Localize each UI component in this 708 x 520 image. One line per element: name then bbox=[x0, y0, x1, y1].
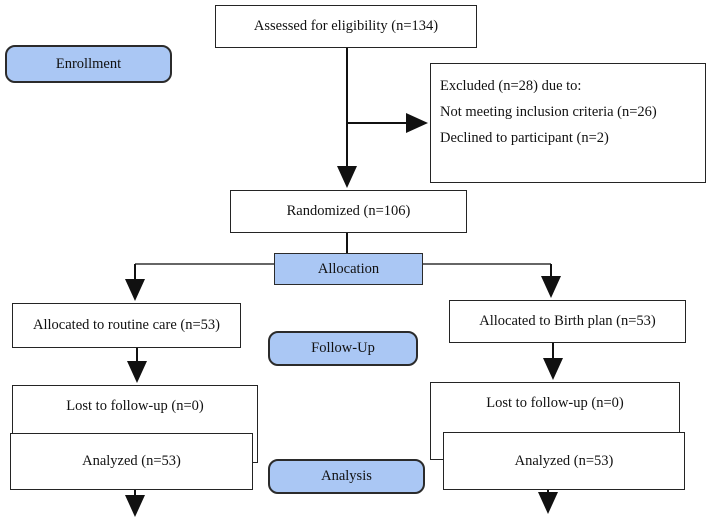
randomized-label: Randomized (n=106) bbox=[286, 203, 411, 220]
stage-allocation: Allocation bbox=[274, 253, 423, 285]
analyzed-left-box: Analyzed (n=53) bbox=[10, 433, 253, 490]
allocated-birth-plan-box: Allocated to Birth plan (n=53) bbox=[449, 300, 686, 343]
randomized-box: Randomized (n=106) bbox=[230, 190, 467, 233]
assessed-label: Assessed for eligibility (n=134) bbox=[253, 18, 439, 35]
allocated-routine-care-box: Allocated to routine care (n=53) bbox=[12, 303, 241, 348]
allocated-routine-care-label: Allocated to routine care (n=53) bbox=[33, 317, 220, 334]
excluded-line-1: Excluded (n=28) due to: bbox=[440, 78, 582, 94]
stage-follow-up-label: Follow-Up bbox=[311, 340, 375, 356]
excluded-line-3: Declined to participant (n=2) bbox=[440, 130, 609, 147]
stage-analysis-label: Analysis bbox=[321, 468, 372, 484]
stage-enrollment-label: Enrollment bbox=[55, 55, 122, 72]
excluded-line-2: Not meeting inclusion criteria (n=26) bbox=[440, 104, 657, 121]
allocated-birth-plan-label: Allocated to Birth plan (n=53) bbox=[479, 313, 656, 330]
lost-followup-left-label: Lost to follow-up (n=0) bbox=[66, 398, 204, 414]
excluded-text: Excluded (n=28) due to: Not meeting incl… bbox=[431, 64, 705, 147]
assessed-box: Assessed for eligibility (n=134) bbox=[215, 5, 477, 48]
stage-enrollment: Enrollment bbox=[5, 45, 172, 83]
analyzed-left-label: Analyzed (n=53) bbox=[82, 453, 181, 470]
stage-analysis: Analysis bbox=[268, 459, 425, 494]
analyzed-right-box: Analyzed (n=53) bbox=[443, 432, 685, 490]
lost-followup-right-label: Lost to follow-up (n=0) bbox=[486, 395, 624, 411]
excluded-box: Excluded (n=28) due to: Not meeting incl… bbox=[430, 63, 706, 183]
analyzed-right-label: Analyzed (n=53) bbox=[514, 452, 614, 469]
stage-allocation-label: Allocation bbox=[317, 260, 380, 277]
stage-follow-up: Follow-Up bbox=[268, 331, 418, 366]
